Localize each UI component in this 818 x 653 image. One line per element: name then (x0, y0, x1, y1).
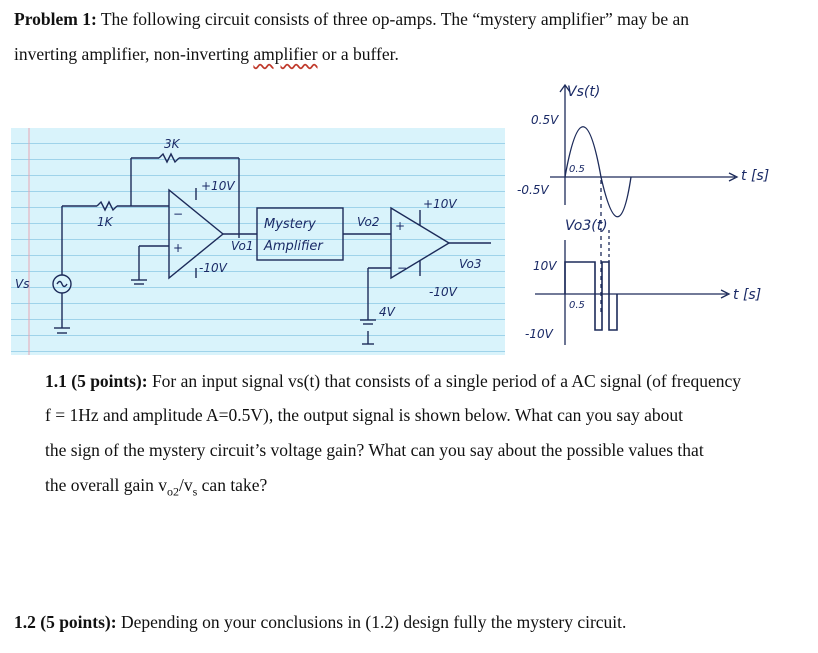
spellcheck-word: amplifier (253, 44, 318, 64)
question-1-1-label: 1.1 (5 points): (45, 371, 148, 391)
op1-inverting-sign: − (173, 207, 183, 221)
op2-negative-supply: -10V (429, 285, 458, 299)
vs-positive-peak: 0.5V (531, 113, 559, 127)
vo1-label: Vo1 (231, 239, 253, 253)
vs-time-tick: 0.5 (569, 164, 585, 175)
question-1-1-line-4: the overall gain vo2/vs can take? (45, 474, 267, 503)
question-1-2-text: Depending on your conclusions in (1.2) d… (120, 612, 627, 632)
vo3-time-axis-label: t [s] (733, 287, 761, 303)
problem-text-2c: or a buffer. (317, 44, 399, 64)
gain-subscript-s: s (192, 484, 198, 499)
problem-line-2: inverting amplifier, non-inverting ampli… (14, 43, 399, 65)
vo3-x-arrow (720, 289, 731, 299)
question-1-1-line-1: 1.1 (5 points): For an input signal vs(t… (45, 370, 741, 392)
op2-noninverting-sign: + (395, 219, 405, 233)
paper-cutout (505, 80, 795, 355)
input-resistor-label: 1K (97, 215, 114, 229)
waveform-plots: Vs(t) 0.5V -0.5V 0.5 t [s] Vo3(t) 10V -1… (505, 80, 795, 355)
circuit-wires (52, 152, 491, 345)
problem-heading: Problem 1: (14, 9, 97, 29)
vo3-negative-level: -10V (525, 327, 554, 341)
vs-plot-title: Vs(t) (567, 84, 600, 100)
op1-negative-supply: -10V (199, 261, 228, 275)
vo3-waveform (564, 261, 618, 331)
vs-x-arrow (728, 172, 739, 182)
problem-text-2a: inverting amplifier, non-inverting (14, 44, 254, 64)
op2-inverting-sign: − (397, 261, 407, 275)
gain-subscript-o2: o2 (166, 484, 179, 499)
question-1-1-line-3: the sign of the mystery circuit’s voltag… (45, 440, 704, 460)
question-1-1-line-2: f = 1Hz and amplitude A=0.5V), the outpu… (45, 405, 683, 425)
op1-positive-supply: +10V (201, 179, 235, 193)
problem-line-1: Problem 1: The following circuit consist… (14, 8, 689, 30)
vs-time-axis-label: t [s] (741, 168, 769, 184)
question-1-2-label: 1.2 (5 points): (14, 612, 117, 632)
problem-text-1: The following circuit consists of three … (100, 9, 690, 29)
vo3-plot-title: Vo3(t) (565, 218, 608, 234)
question-1-1-text-1: For an input signal vs(t) that consists … (151, 371, 742, 391)
gain-text-end: can take? (197, 475, 268, 495)
op2-positive-supply: +10V (423, 197, 457, 211)
vo3-positive-level: 10V (533, 259, 557, 273)
question-1-2-line: 1.2 (5 points): Depending on your conclu… (14, 611, 626, 633)
vo3-time-tick: 0.5 (569, 300, 585, 311)
vs-waveform (564, 126, 632, 218)
mystery-label-1: Mystery (264, 217, 316, 232)
gain-slash: /v (178, 475, 193, 495)
vo3-label: Vo3 (459, 257, 481, 271)
reference-voltage-label: 4V (379, 305, 396, 319)
vo2-label: Vo2 (357, 215, 379, 229)
vs-negative-peak: -0.5V (517, 183, 549, 197)
source-label: Vs (15, 277, 29, 291)
gain-text: the overall gain v (45, 475, 167, 495)
mystery-label-2: Amplifier (263, 239, 324, 254)
vs-y-arrow (559, 83, 571, 93)
op1-noninverting-sign: + (173, 241, 183, 255)
feedback-resistor-label: 3K (164, 137, 181, 151)
